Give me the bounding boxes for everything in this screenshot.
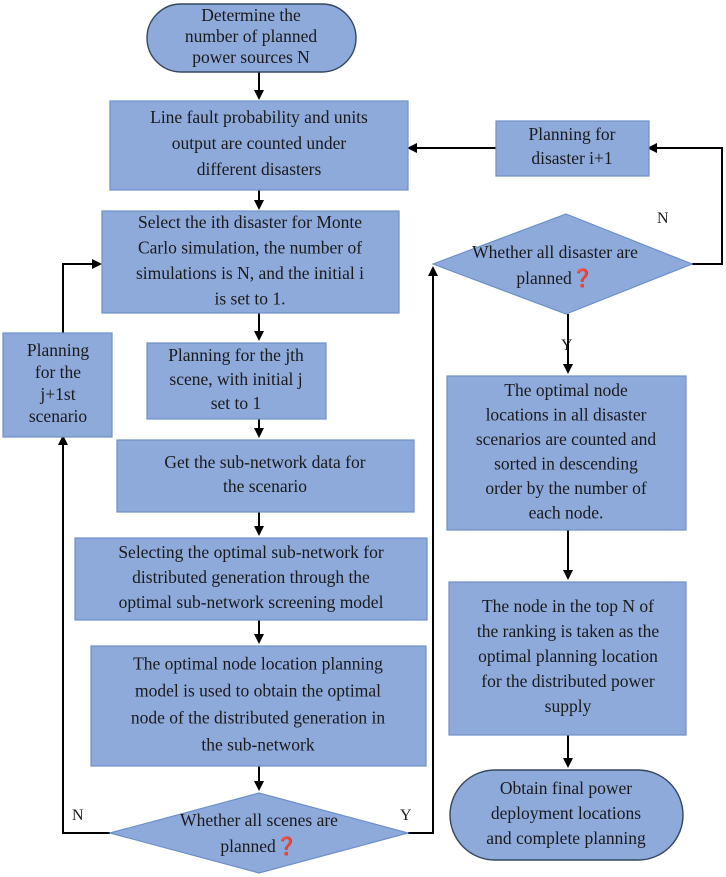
- edges: [58, 72, 723, 834]
- next-disaster-node: [495, 120, 650, 177]
- top-n-node: [448, 581, 687, 736]
- select-disaster-node: [101, 210, 400, 314]
- decision-disasters-node: [431, 213, 694, 315]
- label-scenes-yes: Y: [400, 807, 412, 824]
- select-optimal-node: [74, 537, 428, 621]
- start-node: [146, 3, 357, 73]
- optimal-node-node: [90, 645, 427, 767]
- decision-scenes-node: [107, 792, 411, 874]
- arrow-next-scenario-to-select-disaster: [62, 259, 102, 333]
- line-fault-node: [109, 100, 409, 191]
- sub-network-node: [116, 439, 415, 513]
- plan-scene-node: [146, 342, 327, 420]
- next-scenario-node: [2, 332, 113, 438]
- label-scenes-no: N: [72, 807, 84, 824]
- end-node: [449, 769, 684, 861]
- arrow-decision-disasters-no: [647, 143, 723, 265]
- arrow-decision-scenes-no: [58, 435, 110, 834]
- label-disasters-yes: Y: [561, 337, 573, 354]
- label-disasters-no: N: [657, 210, 669, 227]
- edge-labels: N Y N Y: [72, 210, 669, 824]
- count-sort-node: [446, 375, 687, 531]
- arrow-decision-scenes-yes: [408, 266, 438, 834]
